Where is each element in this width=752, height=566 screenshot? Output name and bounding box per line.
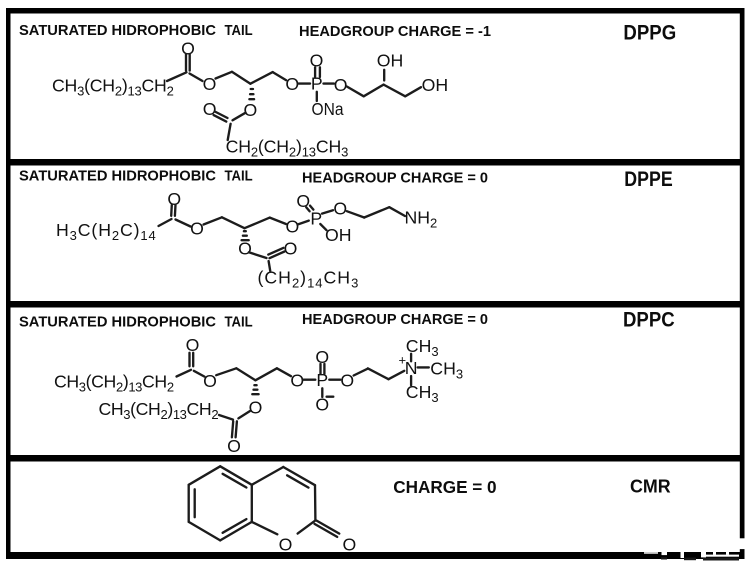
svg-text:O: O [203, 74, 217, 94]
svg-text:O: O [286, 217, 300, 237]
svg-text:CH3: CH3 [406, 382, 439, 405]
svg-text:TAIL: TAIL [225, 167, 253, 184]
svg-text:N: N [405, 358, 418, 378]
svg-text:SATURATED HIDROPHOBIC: SATURATED HIDROPHOBIC [19, 314, 216, 331]
svg-text:O: O [249, 398, 263, 418]
svg-text:O: O [334, 75, 348, 95]
svg-text:SATURATED HIDROPHOBIC: SATURATED HIDROPHOBIC [19, 167, 216, 184]
svg-text:H3C(H2C)14: H3C(H2C)14 [56, 220, 157, 243]
svg-text:O: O [343, 534, 357, 554]
svg-text:ONa: ONa [312, 99, 344, 119]
svg-text:OH: OH [325, 225, 352, 245]
svg-text:O: O [190, 219, 204, 239]
svg-text:P: P [311, 74, 323, 94]
svg-text:(CH2)14CH3: (CH2)14CH3 [258, 267, 360, 290]
svg-text:O: O [227, 436, 241, 456]
svg-text:O: O [238, 239, 252, 259]
svg-text:O: O [167, 189, 181, 209]
svg-text:HEADGROUP CHARGE = 0: HEADGROUP CHARGE = 0 [302, 311, 488, 328]
svg-text:DPPC: DPPC [623, 308, 675, 331]
svg-text:HEADGROUP CHARGE = -1: HEADGROUP CHARGE = -1 [299, 23, 491, 40]
svg-text:DPPG: DPPG [623, 22, 676, 45]
svg-text:O: O [244, 100, 258, 120]
svg-text:P: P [316, 370, 328, 390]
svg-text:DPPE: DPPE [624, 168, 672, 191]
svg-text:OH: OH [377, 50, 404, 70]
svg-text:TAIL: TAIL [225, 22, 253, 39]
svg-text:O: O [203, 371, 217, 391]
svg-text:HEADGROUP CHARGE = 0: HEADGROUP CHARGE = 0 [302, 169, 488, 186]
svg-text:O: O [315, 347, 329, 367]
svg-text:SATURATED HIDROPHOBIC: SATURATED HIDROPHOBIC [19, 22, 216, 39]
svg-text:CH3(CH2)13CH2: CH3(CH2)13CH2 [52, 76, 174, 99]
svg-text:CH3: CH3 [430, 359, 463, 382]
svg-text:NH2: NH2 [405, 207, 438, 230]
svg-text:P: P [310, 208, 322, 228]
svg-text:TAIL: TAIL [225, 314, 253, 331]
svg-text:OH: OH [422, 75, 449, 95]
svg-text:+: + [399, 353, 407, 368]
svg-text:CH3(CH2)13CH2: CH3(CH2)13CH2 [54, 371, 174, 394]
svg-text:CMR: CMR [630, 476, 671, 496]
svg-text:O: O [181, 39, 195, 59]
svg-text:CH3(CH2)13CH2: CH3(CH2)13CH2 [99, 399, 219, 422]
svg-text:O: O [296, 191, 310, 211]
svg-text:O: O [340, 370, 354, 390]
svg-text:CHARGE = 0: CHARGE = 0 [393, 477, 497, 497]
svg-text:O: O [279, 534, 293, 554]
svg-text:CH2(CH2)13CH3: CH2(CH2)13CH3 [226, 137, 349, 160]
svg-text:O: O [285, 74, 299, 94]
svg-text:O: O [284, 239, 298, 259]
svg-text:O: O [315, 394, 329, 414]
svg-text:O: O [186, 335, 200, 355]
svg-text:O: O [203, 99, 217, 119]
svg-text:O: O [333, 198, 347, 218]
svg-text:O: O [310, 50, 324, 70]
svg-text:CH3: CH3 [406, 336, 439, 359]
svg-text:O: O [290, 370, 304, 390]
